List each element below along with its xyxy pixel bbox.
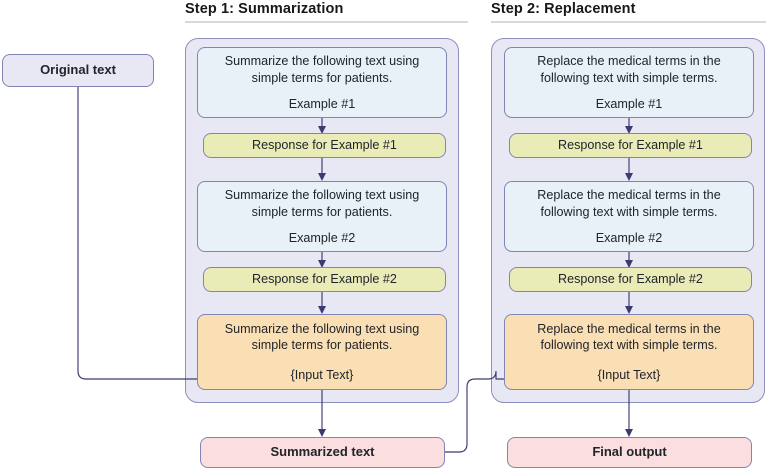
input-placeholder-label: {Input Text}: [597, 367, 661, 382]
step1-title: Step 1: Summarization: [185, 1, 344, 17]
original-text-label: Original text: [40, 62, 116, 78]
step2-title: Step 2: Replacement: [491, 1, 636, 17]
step2-response-example1[interactable]: Response for Example #1: [509, 133, 752, 158]
response-label: Response for Example #2: [252, 272, 397, 287]
prompt-line-1: Replace the medical terms in the: [537, 54, 721, 68]
step2-input-prompt[interactable]: Replace the medical terms in the followi…: [504, 314, 754, 390]
prompt-line-1: Summarize the following text using: [224, 54, 420, 68]
prompt-line-1: Replace the medical terms in the: [537, 321, 721, 336]
step1-prompt-example1[interactable]: Summarize the following text using simpl…: [197, 47, 447, 118]
example-label: Example #2: [595, 230, 663, 245]
step1-title-divider: [185, 21, 468, 23]
step2-title-divider: [491, 21, 766, 23]
prompt-line-2: following text with simple terms.: [540, 70, 718, 85]
response-label: Response for Example #1: [252, 138, 397, 153]
prompt-line-2: following text with simple terms.: [540, 204, 718, 219]
example-label: Example #1: [288, 96, 356, 111]
prompt-line-1: Replace the medical terms in the: [537, 188, 721, 202]
response-label: Response for Example #1: [558, 138, 703, 153]
prompt-line-2: following text with simple terms.: [540, 338, 718, 353]
step1-prompt-example2[interactable]: Summarize the following text using simpl…: [197, 181, 447, 252]
prompt-line-2: simple terms for patients.: [251, 204, 393, 219]
step2-prompt-example1[interactable]: Replace the medical terms in the followi…: [504, 47, 754, 118]
prompt-line-1: Summarize the following text using: [224, 321, 420, 336]
step2-prompt-example2[interactable]: Replace the medical terms in the followi…: [504, 181, 754, 252]
arrowhead-s2-output: [625, 429, 633, 437]
step1-response-example1[interactable]: Response for Example #1: [203, 133, 446, 158]
step1-input-prompt[interactable]: Summarize the following text using simpl…: [197, 314, 447, 390]
step1-output-node[interactable]: Summarized text: [200, 437, 445, 468]
example-label: Example #1: [595, 96, 663, 111]
output-label: Summarized text: [270, 444, 375, 460]
arrowhead-s1-output: [318, 429, 326, 437]
input-placeholder-label: {Input Text}: [290, 367, 354, 382]
output-label: Final output: [592, 444, 667, 460]
prompt-line-1: Summarize the following text using: [224, 188, 420, 202]
step2-response-example2[interactable]: Response for Example #2: [509, 267, 752, 292]
prompt-line-2: simple terms for patients.: [251, 70, 393, 85]
step2-output-node[interactable]: Final output: [507, 437, 752, 468]
response-label: Response for Example #2: [558, 272, 703, 287]
example-label: Example #2: [288, 230, 356, 245]
step1-response-example2[interactable]: Response for Example #2: [203, 267, 446, 292]
prompt-line-2: simple terms for patients.: [251, 338, 393, 353]
original-text-node[interactable]: Original text: [2, 54, 154, 87]
